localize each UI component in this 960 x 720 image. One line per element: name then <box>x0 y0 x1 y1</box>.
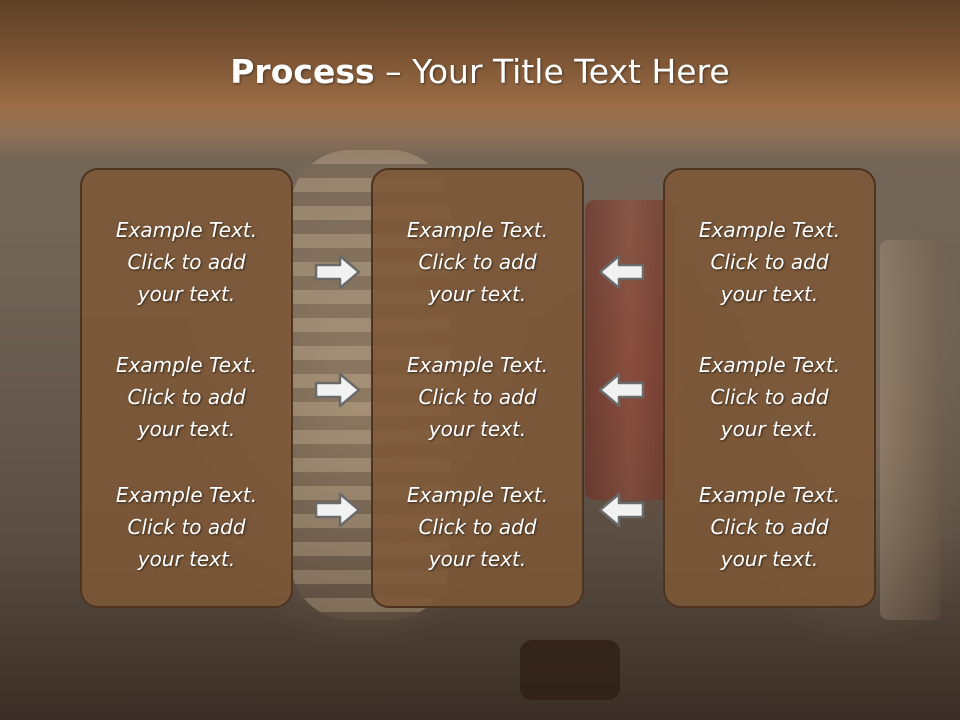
right-arrow-icon[interactable] <box>314 371 362 409</box>
process-column-left: Example Text. Click to add your text. Ex… <box>80 168 293 608</box>
text-line: your text. <box>428 282 527 306</box>
right-arrow-icon[interactable] <box>314 491 362 529</box>
text-placeholder[interactable]: Example Text. Click to add your text. <box>665 479 874 575</box>
left-arrow-icon[interactable] <box>597 371 645 409</box>
text-line: Example Text. <box>406 218 549 242</box>
book-image <box>585 200 675 500</box>
text-line: Example Text. <box>698 353 841 377</box>
text-line: Click to add <box>418 385 537 409</box>
text-line: your text. <box>720 282 819 306</box>
slide-title[interactable]: Process – Your Title Text Here <box>0 52 960 91</box>
text-line: Example Text. <box>115 218 258 242</box>
text-placeholder[interactable]: Example Text. Click to add your text. <box>665 214 874 310</box>
text-line: your text. <box>720 417 819 441</box>
text-placeholder[interactable]: Example Text. Click to add your text. <box>373 214 582 310</box>
text-line: Example Text. <box>406 353 549 377</box>
text-line: Click to add <box>127 250 246 274</box>
scroll-image <box>880 240 940 620</box>
gavel-image <box>520 640 620 700</box>
text-line: Click to add <box>127 515 246 539</box>
text-line: Click to add <box>710 385 829 409</box>
text-line: your text. <box>428 417 527 441</box>
text-line: Click to add <box>418 515 537 539</box>
process-column-right: Example Text. Click to add your text. Ex… <box>663 168 876 608</box>
text-line: Example Text. <box>698 218 841 242</box>
right-arrow-icon[interactable] <box>314 253 362 291</box>
header-band <box>0 0 960 160</box>
text-placeholder[interactable]: Example Text. Click to add your text. <box>82 479 291 575</box>
text-line: your text. <box>428 547 527 571</box>
text-placeholder[interactable]: Example Text. Click to add your text. <box>82 349 291 445</box>
left-arrow-icon[interactable] <box>597 491 645 529</box>
title-rest: – Your Title Text Here <box>374 52 730 91</box>
text-line: Click to add <box>127 385 246 409</box>
title-bold: Process <box>230 52 375 91</box>
text-line: Click to add <box>418 250 537 274</box>
text-placeholder[interactable]: Example Text. Click to add your text. <box>373 349 582 445</box>
text-placeholder[interactable]: Example Text. Click to add your text. <box>665 349 874 445</box>
text-placeholder[interactable]: Example Text. Click to add your text. <box>373 479 582 575</box>
text-line: Example Text. <box>115 483 258 507</box>
text-line: your text. <box>137 282 236 306</box>
text-line: your text. <box>720 547 819 571</box>
text-line: Example Text. <box>698 483 841 507</box>
text-line: Example Text. <box>406 483 549 507</box>
text-line: Click to add <box>710 250 829 274</box>
text-line: Example Text. <box>115 353 258 377</box>
text-line: your text. <box>137 547 236 571</box>
left-arrow-icon[interactable] <box>597 253 645 291</box>
text-line: your text. <box>137 417 236 441</box>
text-placeholder[interactable]: Example Text. Click to add your text. <box>82 214 291 310</box>
process-column-center: Example Text. Click to add your text. Ex… <box>371 168 584 608</box>
text-line: Click to add <box>710 515 829 539</box>
